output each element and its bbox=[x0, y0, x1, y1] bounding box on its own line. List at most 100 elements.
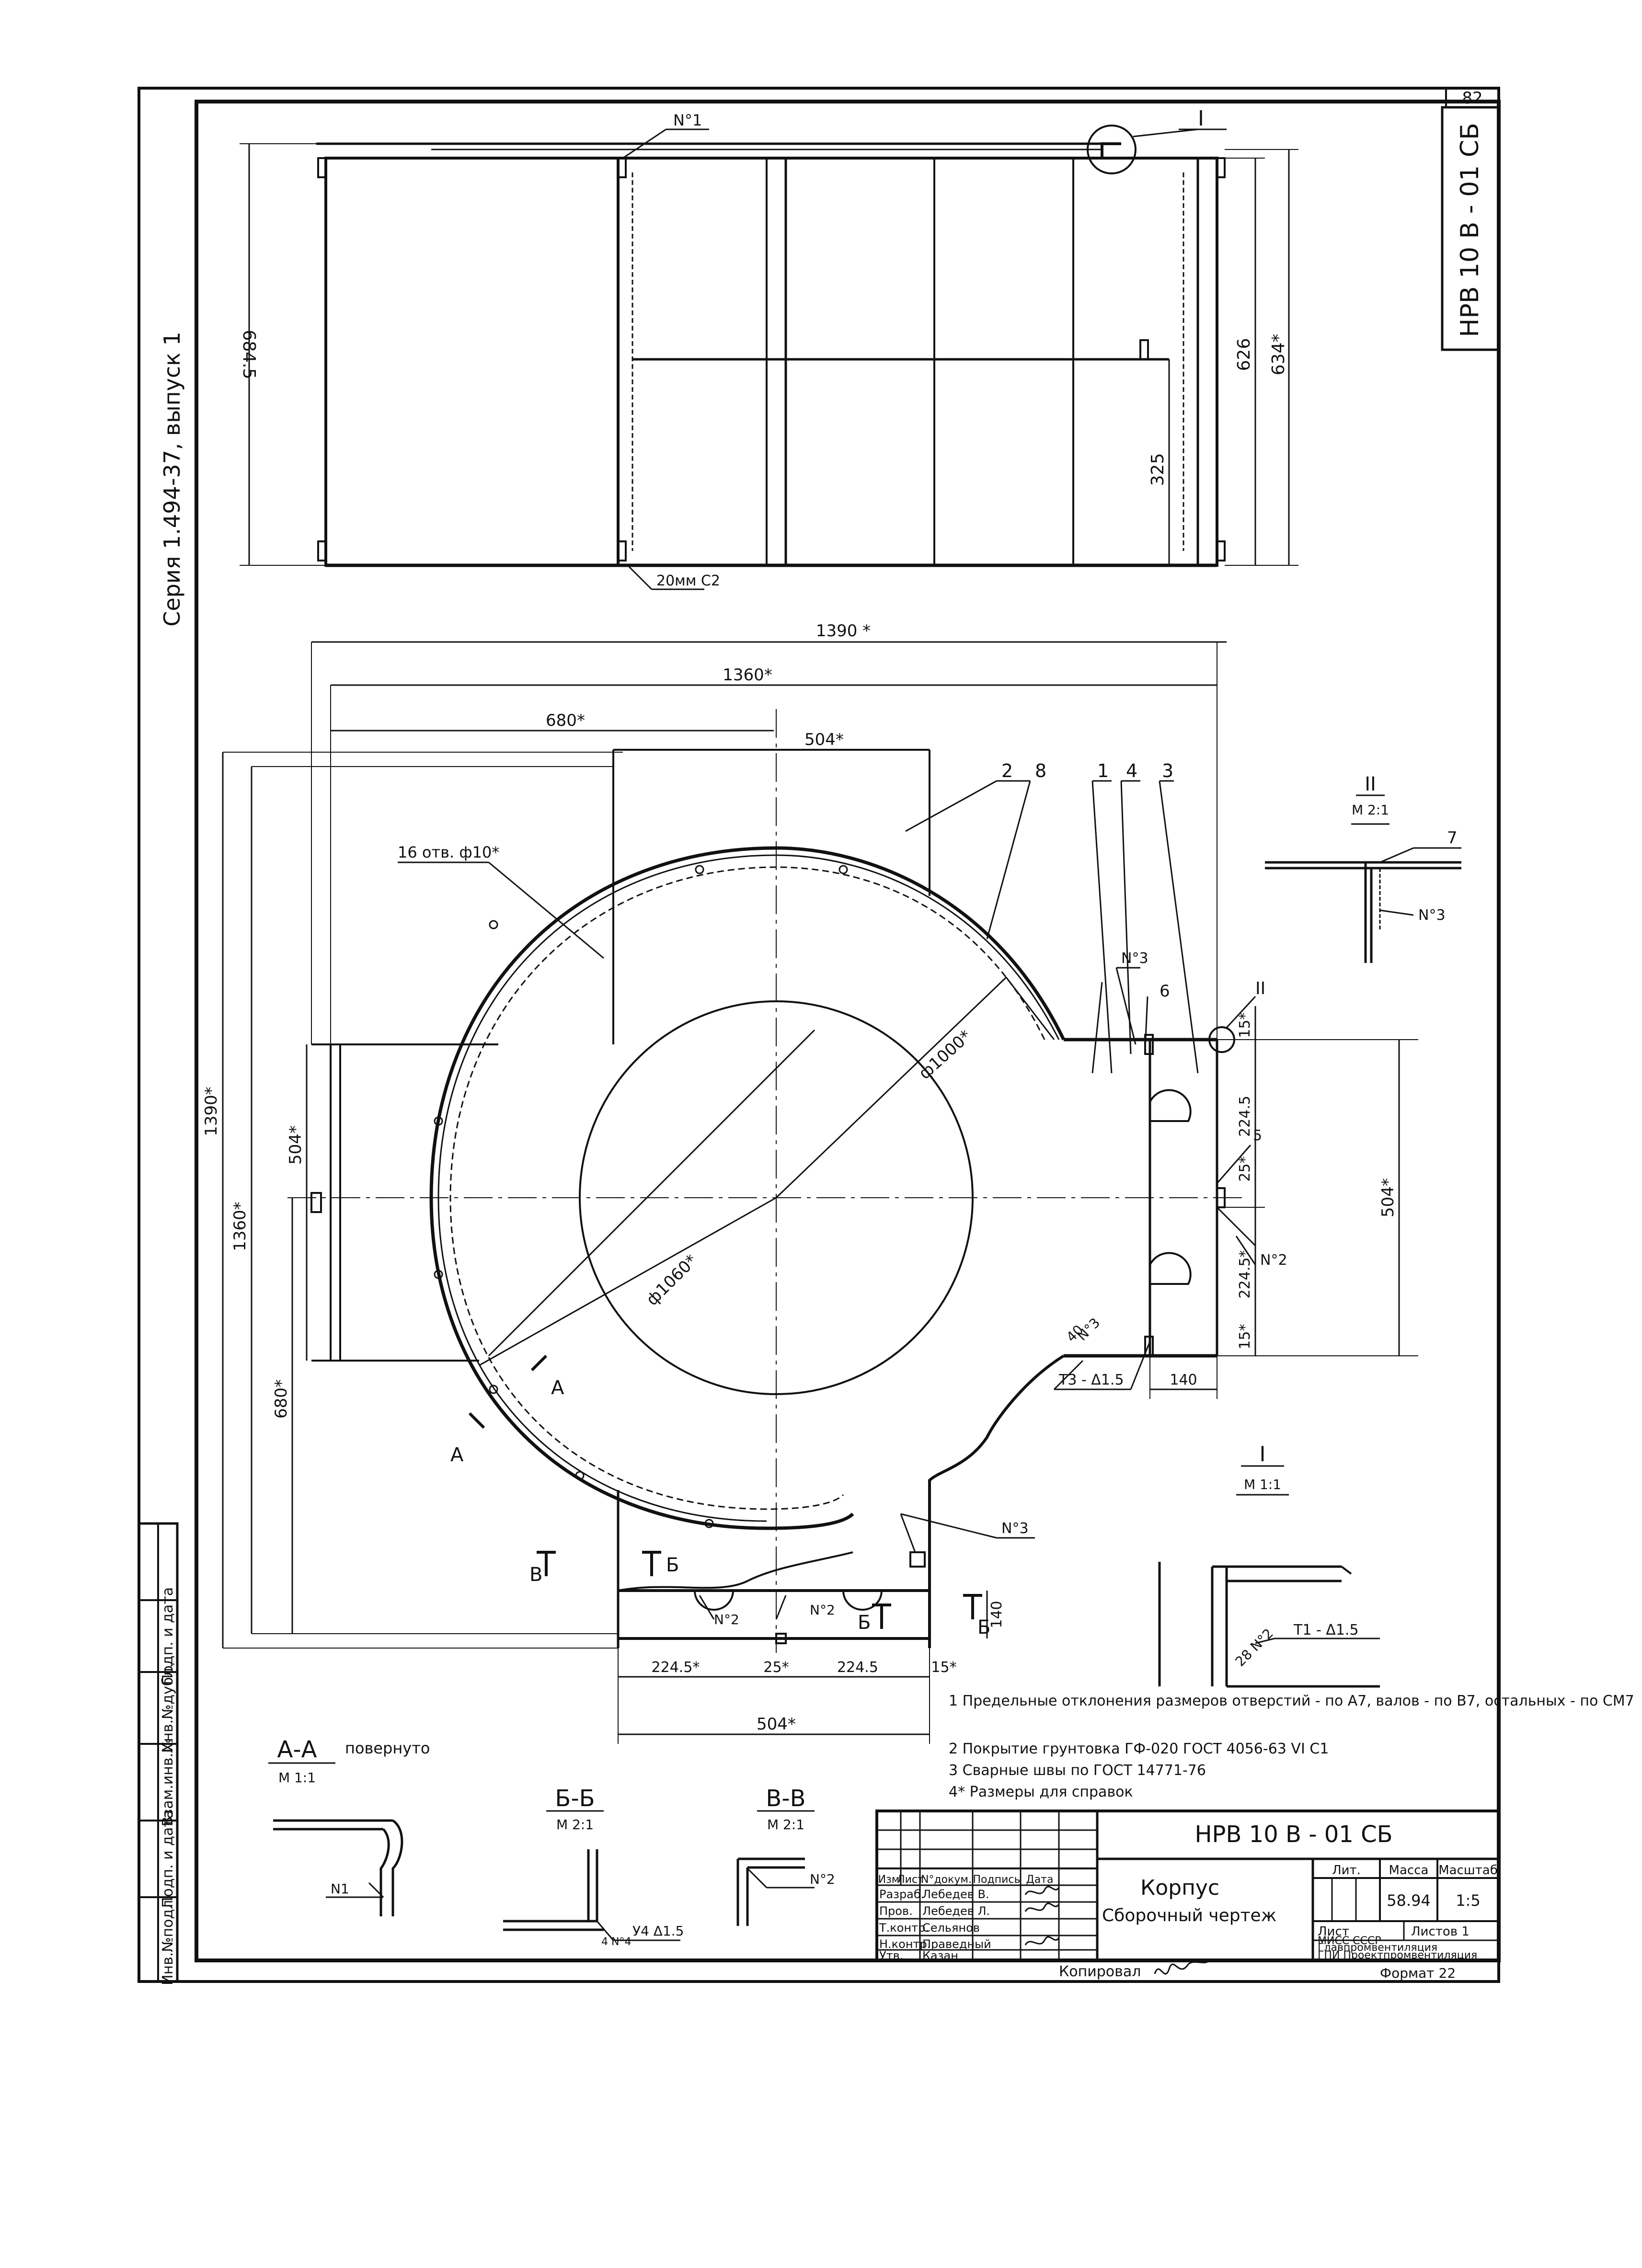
dim-15-bottom: 15* bbox=[931, 1659, 956, 1676]
section-AA-suffix: повернуто bbox=[345, 1739, 430, 1757]
dim-2245-right-bottom: 224.5* bbox=[1237, 1250, 1253, 1299]
dim-1360-height: 1360* bbox=[230, 1202, 250, 1251]
position-1: 1 bbox=[1097, 760, 1109, 781]
section-V-left: В bbox=[529, 1564, 542, 1586]
dim-140-bottom: 140 bbox=[988, 1601, 1005, 1628]
detail-I-title: I bbox=[1260, 1442, 1266, 1466]
stamp-cell-1: Инв.№подл. bbox=[160, 1895, 176, 1985]
weld-note-top: 20мм С2 bbox=[656, 573, 720, 589]
stamp-cell-5: Подп. и дата bbox=[160, 1587, 176, 1685]
section-AA bbox=[268, 1762, 403, 1916]
col-date: Дата bbox=[1026, 1874, 1054, 1886]
note-4: 4* Размеры для справок bbox=[949, 1784, 1133, 1800]
section-VV-scale: М 2:1 bbox=[767, 1817, 804, 1833]
role-1: Разраб. bbox=[879, 1888, 924, 1901]
dim-504-bottom: 504* bbox=[757, 1715, 796, 1734]
detail-II-scale: М 2:1 bbox=[1352, 802, 1389, 818]
col-list: Лист bbox=[897, 1874, 924, 1886]
col-izm: Изм bbox=[878, 1874, 900, 1886]
detail-II-title: II bbox=[1365, 773, 1376, 795]
section-AA-scale: М 1:1 bbox=[278, 1770, 316, 1786]
sheet-label: Лист bbox=[1318, 1924, 1349, 1939]
rotated-drawing-code: HPB 10 B - 01 CБ bbox=[1456, 123, 1484, 337]
dim-325: 325 bbox=[1148, 453, 1168, 486]
person-4: Праведный bbox=[922, 1937, 991, 1951]
section-BB-title: Б-Б bbox=[555, 1785, 595, 1812]
section-BB bbox=[503, 1810, 680, 1941]
plan-view bbox=[222, 641, 1418, 1744]
person-1: Лебедев В. bbox=[922, 1888, 989, 1901]
section-A-lower: А bbox=[450, 1444, 464, 1466]
org-3: ГПИ Проектпромвентиляция bbox=[1318, 1949, 1477, 1961]
section-B-left: Б bbox=[666, 1554, 679, 1576]
note-1: 1 Предельные отклонения размеров отверст… bbox=[949, 1693, 1634, 1709]
series-text: Серия 1.494-37, выпуск 1 bbox=[159, 332, 185, 627]
role-5: Утв. bbox=[879, 1949, 903, 1962]
stamp-cell-4: Инв.№дубл. bbox=[160, 1663, 176, 1753]
detail-I-scale: М 1:1 bbox=[1244, 1477, 1281, 1492]
detail-I-marker: I bbox=[1198, 106, 1204, 131]
weld-label-n3-a: N°3 bbox=[1121, 950, 1148, 967]
signature-scribble bbox=[1024, 1886, 1060, 1895]
dim-25-right: 25* bbox=[1237, 1156, 1253, 1181]
dim-15-right-bottom: 15* bbox=[1237, 1324, 1253, 1349]
section-B-right: Б bbox=[977, 1616, 990, 1638]
copied-signature bbox=[1154, 1961, 1208, 1975]
dim-25-bottom: 25* bbox=[763, 1659, 789, 1676]
holes-callout: 16 отв. ф10* bbox=[398, 843, 499, 861]
page-number: 82 bbox=[1462, 89, 1482, 108]
detail-I bbox=[1158, 1465, 1380, 1688]
copied-by: Копировал bbox=[1059, 1963, 1141, 1980]
weld-label-n3-bottom: N°3 bbox=[1001, 1520, 1029, 1537]
role-2: Пров. bbox=[879, 1904, 913, 1918]
role-4: Н.контр. bbox=[879, 1937, 930, 1951]
weld-label-n2-right: N°2 bbox=[1260, 1252, 1287, 1269]
section-VV-title: В-В bbox=[766, 1785, 805, 1812]
sheets-label: Листов 1 bbox=[1411, 1924, 1470, 1939]
col-doc: N°докум. bbox=[921, 1874, 972, 1886]
person-2: Лебедев Л. bbox=[922, 1904, 990, 1918]
detail-II-marker: II bbox=[1255, 979, 1265, 998]
position-6: 6 bbox=[1160, 982, 1170, 1001]
signature-scribble-2 bbox=[1024, 1902, 1060, 1912]
title-name: Корпус bbox=[1140, 1876, 1219, 1900]
detail-II-weld: N°3 bbox=[1418, 907, 1446, 924]
mass-value: 58.94 bbox=[1387, 1891, 1431, 1910]
org-1: МИСС СССР bbox=[1318, 1935, 1381, 1947]
dim-2245-bottom-left: 224.5* bbox=[652, 1659, 700, 1676]
top-view bbox=[240, 125, 1298, 590]
detail-I-weld-type: Т1 - Δ1.5 bbox=[1293, 1622, 1359, 1638]
section-BB-scale: М 2:1 bbox=[556, 1817, 594, 1833]
dim-504-right: 504* bbox=[1378, 1178, 1398, 1217]
weld-label-n2-bl: N°2 bbox=[714, 1612, 739, 1627]
mass-label: Масса bbox=[1389, 1863, 1429, 1878]
section-AA-weld: N1 bbox=[331, 1881, 349, 1897]
scale-value: 1:5 bbox=[1456, 1891, 1481, 1910]
person-5: Казан bbox=[922, 1949, 958, 1962]
dim-504-top: 504* bbox=[804, 730, 844, 749]
person-3: Сельянов bbox=[922, 1921, 980, 1935]
format-label: Формат 22 bbox=[1380, 1965, 1456, 1981]
left-stamp: Инв.№подл. Подп. и дата Взам.инв.№ Инв.№… bbox=[138, 1522, 179, 1985]
col-sign: Подпись bbox=[973, 1874, 1021, 1886]
scale-label: Масштаб bbox=[1438, 1863, 1498, 1878]
dim-1360: 1360* bbox=[723, 665, 772, 685]
note-2: 2 Покрытие грунтовка ГФ-020 ГОСТ 4056-63… bbox=[949, 1741, 1329, 1757]
title-subtitle: Сборочный чертеж bbox=[1102, 1906, 1276, 1925]
note-3: 3 Сварные швы по ГОСТ 14771-76 bbox=[949, 1762, 1206, 1779]
position-2: 2 bbox=[1001, 760, 1013, 781]
section-AA-title: А-А bbox=[277, 1736, 317, 1763]
dim-2245-bottom-right: 224.5 bbox=[837, 1659, 878, 1676]
dim-2245-right-top: 224.5 bbox=[1237, 1096, 1253, 1137]
position-5: 5 bbox=[1253, 1127, 1262, 1144]
stamp-cell-3: Взам.инв.№ bbox=[160, 1738, 176, 1827]
org-2: Главпромвентиляция bbox=[1318, 1942, 1437, 1954]
weld-label-n2-bc: N°2 bbox=[810, 1602, 835, 1618]
lit-label: Лит. bbox=[1332, 1863, 1361, 1878]
code-box bbox=[1441, 106, 1500, 351]
stamp-cell-2: Подп. и дата bbox=[160, 1810, 176, 1908]
dim-626: 626 bbox=[1234, 338, 1254, 371]
signature-scribble-3 bbox=[1024, 1936, 1060, 1946]
dim-left-height: 684.5 bbox=[239, 330, 259, 379]
